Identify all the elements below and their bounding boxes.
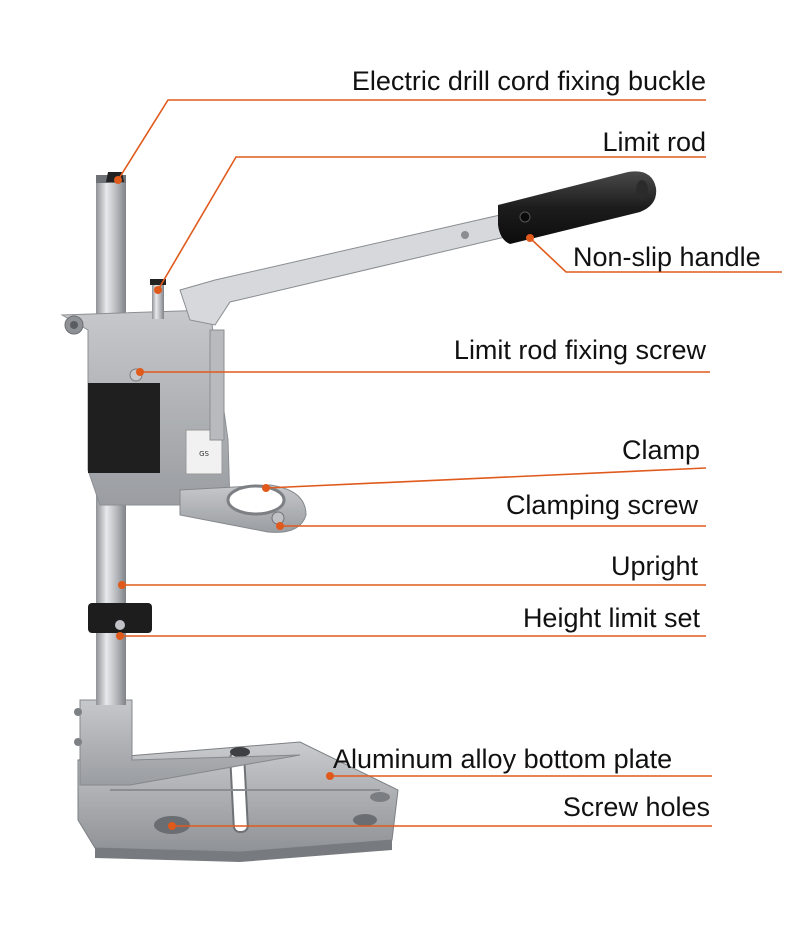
callout-dot-upright [118, 581, 126, 589]
callout-line-clamp-screw [276, 522, 706, 530]
label-screw-holes: Screw holes [562, 792, 710, 822]
callout-line-cord-buckle [114, 99, 706, 184]
label-clamp: Clamp [621, 435, 700, 465]
callout-dot-height-limit [116, 632, 124, 640]
callout-line-screw-holes [168, 822, 712, 830]
label-height-limit: Height limit set [522, 603, 700, 633]
carriage-shape: GS [60, 309, 231, 506]
callout-dot-rod-screw [136, 368, 144, 376]
callout-dot-screw-holes [168, 822, 176, 830]
height-limit-collar-shape [88, 603, 152, 633]
svg-text:GS: GS [199, 450, 209, 458]
label-bottom-plate: Aluminum alloy bottom plate [333, 744, 673, 774]
label-cord-buckle: Electric drill cord fixing buckle [351, 66, 706, 96]
label-limit-rod: Limit rod [602, 127, 706, 157]
callout-line-clamp [262, 467, 707, 492]
label-upright: Upright [610, 551, 698, 581]
callout-line-handle [526, 234, 782, 273]
callout-line-upright [118, 581, 706, 589]
label-handle: Non-slip handle [573, 242, 761, 272]
non-slip-handle-shape [498, 171, 657, 244]
label-rod-screw: Limit rod fixing screw [453, 335, 706, 365]
callout-line-height-limit [116, 632, 706, 640]
callout-line-rod-screw [136, 368, 710, 376]
callout-line-bottom-plate [326, 772, 712, 780]
clamp-shape [179, 484, 307, 533]
callout-dot-limit-rod [154, 286, 162, 294]
callout-dot-handle [526, 234, 534, 242]
callout-dot-clamp-screw [276, 522, 284, 530]
callout-dot-bottom-plate [326, 772, 334, 780]
callout-dot-clamp [262, 484, 270, 492]
callout-line-limit-rod [154, 156, 706, 294]
label-clamp-screw: Clamping screw [505, 490, 698, 520]
callout-dot-cord-buckle [114, 176, 122, 184]
